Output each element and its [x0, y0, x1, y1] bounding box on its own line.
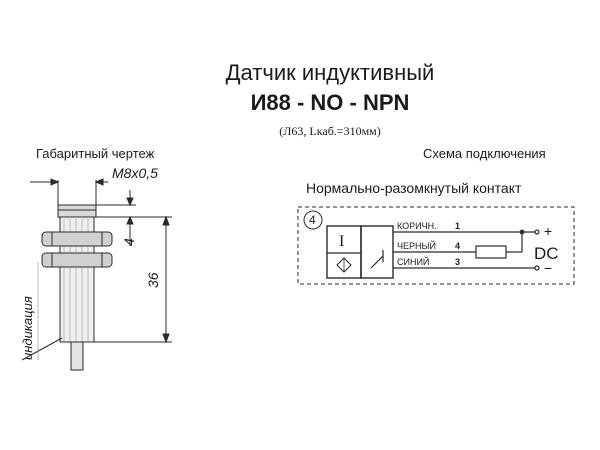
indicator-leader	[21, 337, 63, 361]
sensor-symbol-letter: I	[339, 233, 344, 250]
dim-large-label: 36	[145, 272, 161, 288]
load-resistor	[475, 245, 507, 259]
sensor-frame	[297, 206, 575, 285]
wire-label-black: ЧЕРНЫЙ	[397, 240, 436, 251]
output-block	[360, 225, 394, 279]
switch-contact	[370, 255, 384, 269]
diagram-number: 4	[309, 213, 316, 227]
diagram-number-circle	[303, 210, 323, 230]
spec-line: (Л63, Lкаб.=310мм)	[279, 124, 381, 138]
thread-size: M8x0,5	[112, 165, 158, 181]
pin-number-brown: 1	[455, 221, 460, 231]
terminal-plus	[534, 229, 540, 235]
model-name: И88 - NO - NPN	[250, 90, 410, 115]
pin-number-black: 4	[455, 241, 460, 251]
sensor-body	[30, 178, 113, 371]
contact-type-label: Нормально-разомкнутый контакт	[306, 180, 522, 196]
indicator-label: индикация	[20, 296, 35, 360]
wire-label-blue: СИНИЙ	[397, 256, 429, 267]
wire-label-brown: КОРИЧН.	[397, 221, 437, 231]
polarity-plus: +	[544, 223, 552, 239]
terminal-minus	[534, 265, 540, 271]
wiring-schematic	[297, 206, 575, 285]
dimension-drawing-heading: Габаритный чертеж	[36, 146, 155, 161]
pin-number-blue: 3	[455, 257, 460, 267]
diagram-title: Датчик индуктивный	[225, 60, 435, 85]
dim-large	[94, 215, 172, 344]
wiring-diagram-heading: Схема подключения	[423, 146, 546, 161]
polarity-minus: −	[544, 260, 552, 276]
dim-small-label: 4	[121, 238, 137, 246]
supply-type: DC	[534, 244, 559, 263]
